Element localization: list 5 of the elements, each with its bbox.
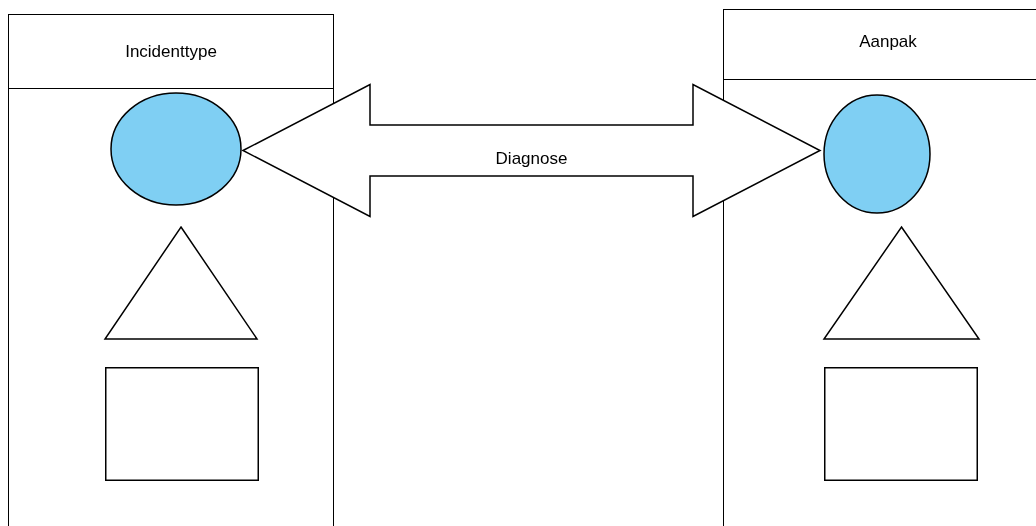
header-title: Incidenttype bbox=[125, 41, 217, 62]
header-title: Aanpak bbox=[859, 32, 917, 52]
panel bbox=[723, 9, 1036, 526]
panel bbox=[8, 14, 334, 526]
double-arrow bbox=[241, 83, 822, 218]
